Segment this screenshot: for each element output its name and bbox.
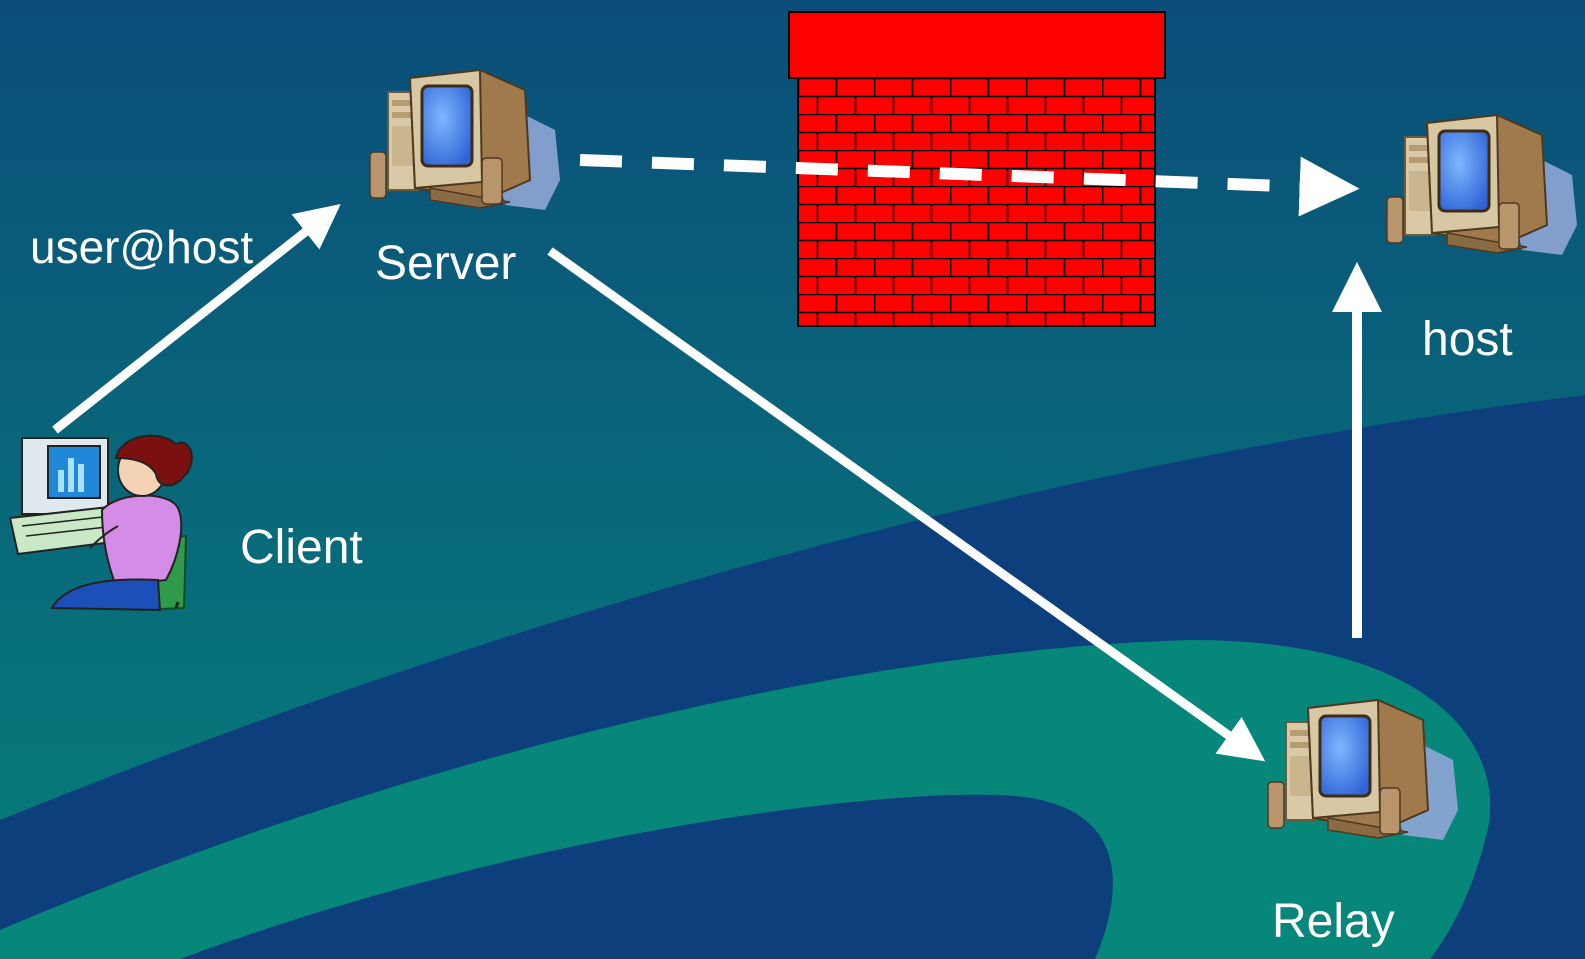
person-at-computer-icon bbox=[8, 434, 193, 612]
edge-label-user-at-host: user@host bbox=[30, 221, 254, 273]
node-label-server: Server bbox=[375, 237, 517, 290]
edge-server-to-host-tunnel bbox=[579, 154, 1360, 217]
firewall-icon bbox=[788, 11, 1166, 327]
node-label-host: host bbox=[1422, 313, 1513, 366]
node-label-relay: Relay bbox=[1272, 895, 1395, 948]
background-swoosh-teal bbox=[0, 640, 1491, 959]
background-swoosh-inner bbox=[180, 794, 1113, 959]
node-label-client: Client bbox=[240, 521, 363, 574]
edge-server-to-relay bbox=[547, 247, 1266, 762]
edge-client-to-server bbox=[52, 203, 341, 434]
